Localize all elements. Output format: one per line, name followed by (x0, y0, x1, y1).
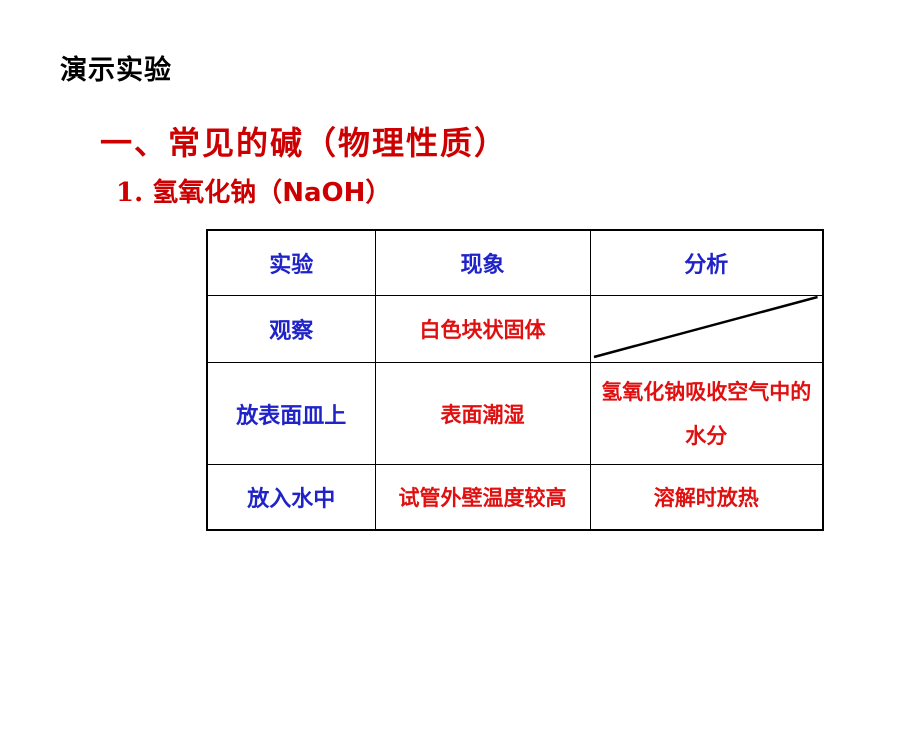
experiment-table: 实验 现象 分析 观察 白色块状固体 放表面皿上 表面潮湿 氢氧化钠吸收空气中的… (206, 229, 824, 531)
cell-phenomenon: 试管外壁温度较高 (374, 464, 591, 531)
sub-title-number: 1. (116, 178, 144, 208)
cell-experiment: 放表面皿上 (206, 362, 376, 465)
header-analysis: 分析 (589, 229, 824, 296)
diagonal-slash (593, 296, 818, 359)
table-row: 放表面皿上 表面潮湿 氢氧化钠吸收空气中的水分 (206, 362, 824, 465)
cell-analysis: 氢氧化钠吸收空气中的水分 (589, 362, 824, 465)
cell-experiment: 观察 (206, 295, 376, 363)
table-header-row: 实验 现象 分析 (206, 229, 824, 296)
sub-title: 1. 氢氧化钠（NaOH） (116, 172, 391, 209)
cell-analysis-empty (589, 295, 824, 363)
sub-title-text: 氢氧化钠（NaOH） (152, 178, 392, 208)
cell-analysis: 溶解时放热 (589, 464, 824, 531)
cell-phenomenon: 白色块状固体 (374, 295, 591, 363)
section-title: 一、常见的碱（物理性质） (100, 124, 509, 162)
header-experiment: 实验 (206, 229, 376, 296)
slide-heading: 演示实验 (60, 55, 172, 86)
cell-phenomenon: 表面潮湿 (374, 362, 591, 465)
cell-experiment: 放入水中 (206, 464, 376, 531)
table-row: 放入水中 试管外壁温度较高 溶解时放热 (206, 464, 824, 531)
header-phenomenon: 现象 (374, 229, 591, 296)
table-row: 观察 白色块状固体 (206, 295, 824, 363)
